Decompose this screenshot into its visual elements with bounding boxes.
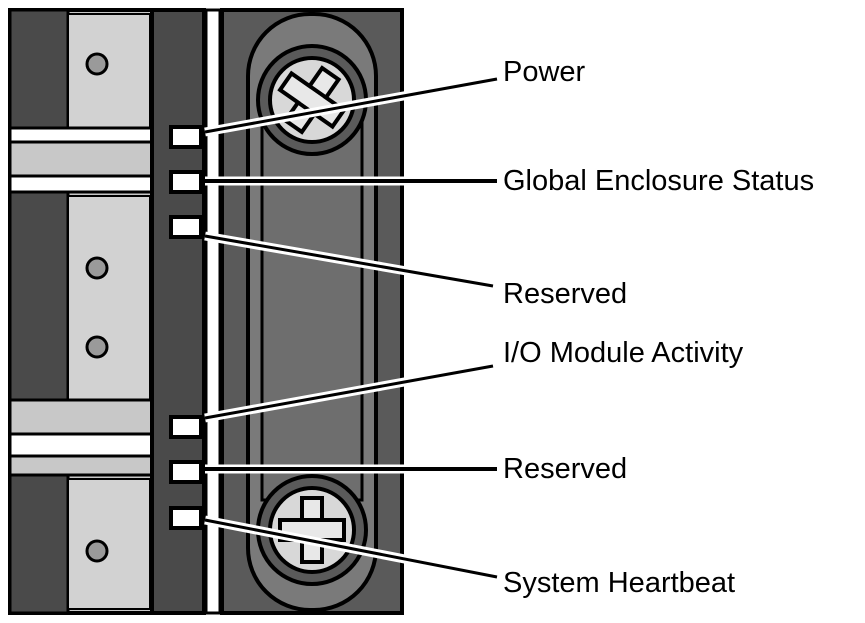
drive-edge-middle [8, 190, 70, 402]
drive-face-top [67, 13, 151, 129]
label-system-heartbeat: System Heartbeat [503, 567, 735, 599]
drive-face-bottom [67, 478, 151, 610]
callout-line-power [204, 77, 498, 134]
screw-top-icon [256, 44, 368, 156]
drive-hole-icon [85, 256, 109, 280]
drive-hole-icon [85, 52, 109, 76]
led-reserved-2 [169, 460, 203, 484]
bay-separator-3 [8, 174, 157, 194]
bay-separator-6 [8, 454, 157, 477]
bay-separator-1 [8, 126, 157, 144]
label-reserved-2: Reserved [503, 453, 627, 485]
drive-edge-bottom [8, 473, 70, 615]
label-global-enclosure-status: Global Enclosure Status [503, 165, 814, 197]
callout-lines [204, 74, 498, 582]
drive-bays [8, 8, 157, 615]
drive-hole-icon [85, 335, 109, 359]
led-global-enclosure-status [169, 170, 203, 194]
callout-labels: Power Global Enclosure Status Reserved I… [503, 56, 814, 599]
bay-separator-4 [8, 398, 157, 436]
led-power [169, 125, 203, 149]
led-system-heartbeat [169, 506, 203, 530]
led-reserved-1 [169, 215, 203, 239]
bay-separator-2 [8, 140, 157, 178]
led-indicators [169, 125, 203, 530]
drive-hole-icon [85, 539, 109, 563]
bay-separator-5 [8, 432, 157, 458]
label-io-module-activity: I/O Module Activity [503, 337, 744, 369]
callout-line-io-module-activity [204, 364, 494, 420]
screw-bottom-icon [256, 474, 368, 586]
callout-line-reserved-1 [204, 234, 494, 288]
drive-face-middle [67, 195, 151, 401]
drive-edge-top [8, 8, 70, 130]
label-reserved-1: Reserved [503, 278, 627, 310]
led-io-module-activity [169, 415, 203, 439]
callout-line-system-heartbeat [204, 518, 498, 579]
label-power: Power [503, 56, 586, 88]
